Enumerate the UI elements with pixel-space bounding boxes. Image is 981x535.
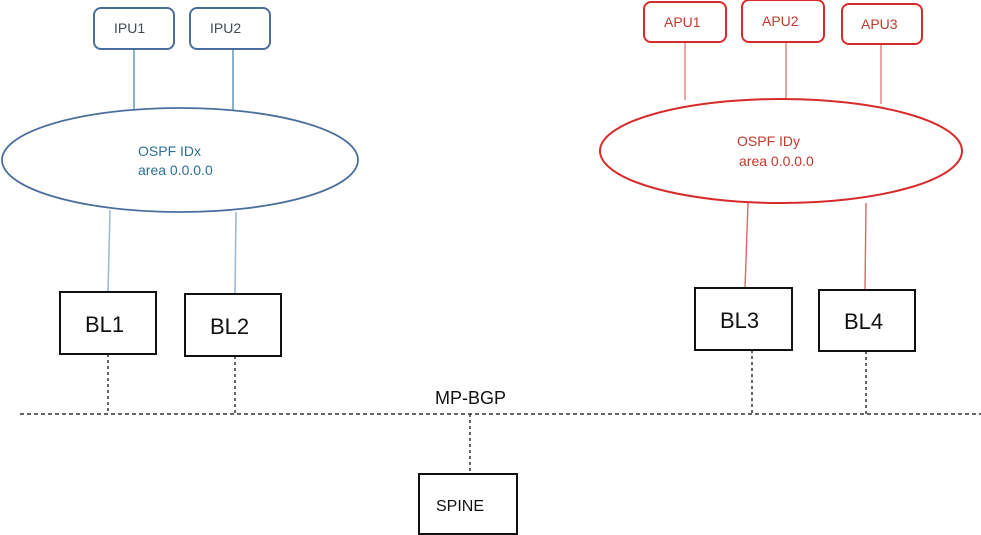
ipu1-label: IPU1 [114, 20, 145, 36]
ospf-idx-area[interactable]: OSPF IDx area 0.0.0.0 [1, 107, 359, 213]
mp-bgp-label: MP-BGP [435, 388, 506, 408]
idx-bl1-link [107, 209, 111, 293]
spine-box [418, 473, 518, 535]
bl4-node[interactable]: BL4 [818, 289, 916, 352]
idx-bl2-link [234, 211, 237, 295]
apu3-label: APU3 [861, 16, 898, 32]
ospf-idx-name: OSPF IDx [138, 143, 201, 159]
idy-bl-links [744, 202, 867, 291]
apu2-node[interactable]: APU2 [741, 0, 825, 43]
apu1-box [643, 1, 727, 43]
bl3-label: BL3 [720, 308, 759, 333]
apu3-box [841, 3, 923, 45]
spine-label: SPINE [436, 498, 484, 515]
bl3-node[interactable]: BL3 [694, 287, 793, 351]
idy-bl4-link [864, 202, 867, 291]
ipu-links [133, 49, 234, 110]
ospf-idy-name: OSPF IDy [737, 133, 800, 149]
spine-node[interactable]: SPINE [418, 473, 518, 535]
apu2-box [741, 0, 825, 43]
idx-bl-links [107, 209, 237, 295]
bl4-box [818, 289, 916, 352]
ospf-idx-ellipse [1, 107, 359, 213]
ospf-idy-ellipse [599, 98, 963, 204]
bl2-label: BL2 [210, 314, 249, 339]
bl3-box [694, 287, 793, 351]
apu1-node[interactable]: APU1 [643, 1, 727, 43]
ipu1-box [93, 7, 175, 50]
idy-bl3-link [744, 202, 749, 289]
apu2-label: APU2 [762, 13, 799, 29]
ipu1-node[interactable]: IPU1 [93, 7, 175, 50]
bl1-box [59, 291, 157, 355]
ospf-idx-area-id: area 0.0.0.0 [138, 162, 213, 178]
bl2-node[interactable]: BL2 [184, 293, 282, 357]
bl1-label: BL1 [85, 312, 124, 337]
bl-bus-drops [107, 350, 867, 474]
bl4-label: BL4 [844, 309, 883, 334]
ipu2-label: IPU2 [210, 20, 241, 36]
apu3-node[interactable]: APU3 [841, 3, 923, 45]
apu1-label: APU1 [664, 14, 701, 30]
ipu2-box [189, 7, 271, 50]
ipu2-node[interactable]: IPU2 [189, 7, 271, 50]
bl2-box [184, 293, 282, 357]
apu-links [684, 42, 882, 104]
bl1-node[interactable]: BL1 [59, 291, 157, 355]
ospf-idy-area-id: area 0.0.0.0 [739, 153, 814, 169]
ospf-idy-area[interactable]: OSPF IDy area 0.0.0.0 [599, 98, 963, 204]
